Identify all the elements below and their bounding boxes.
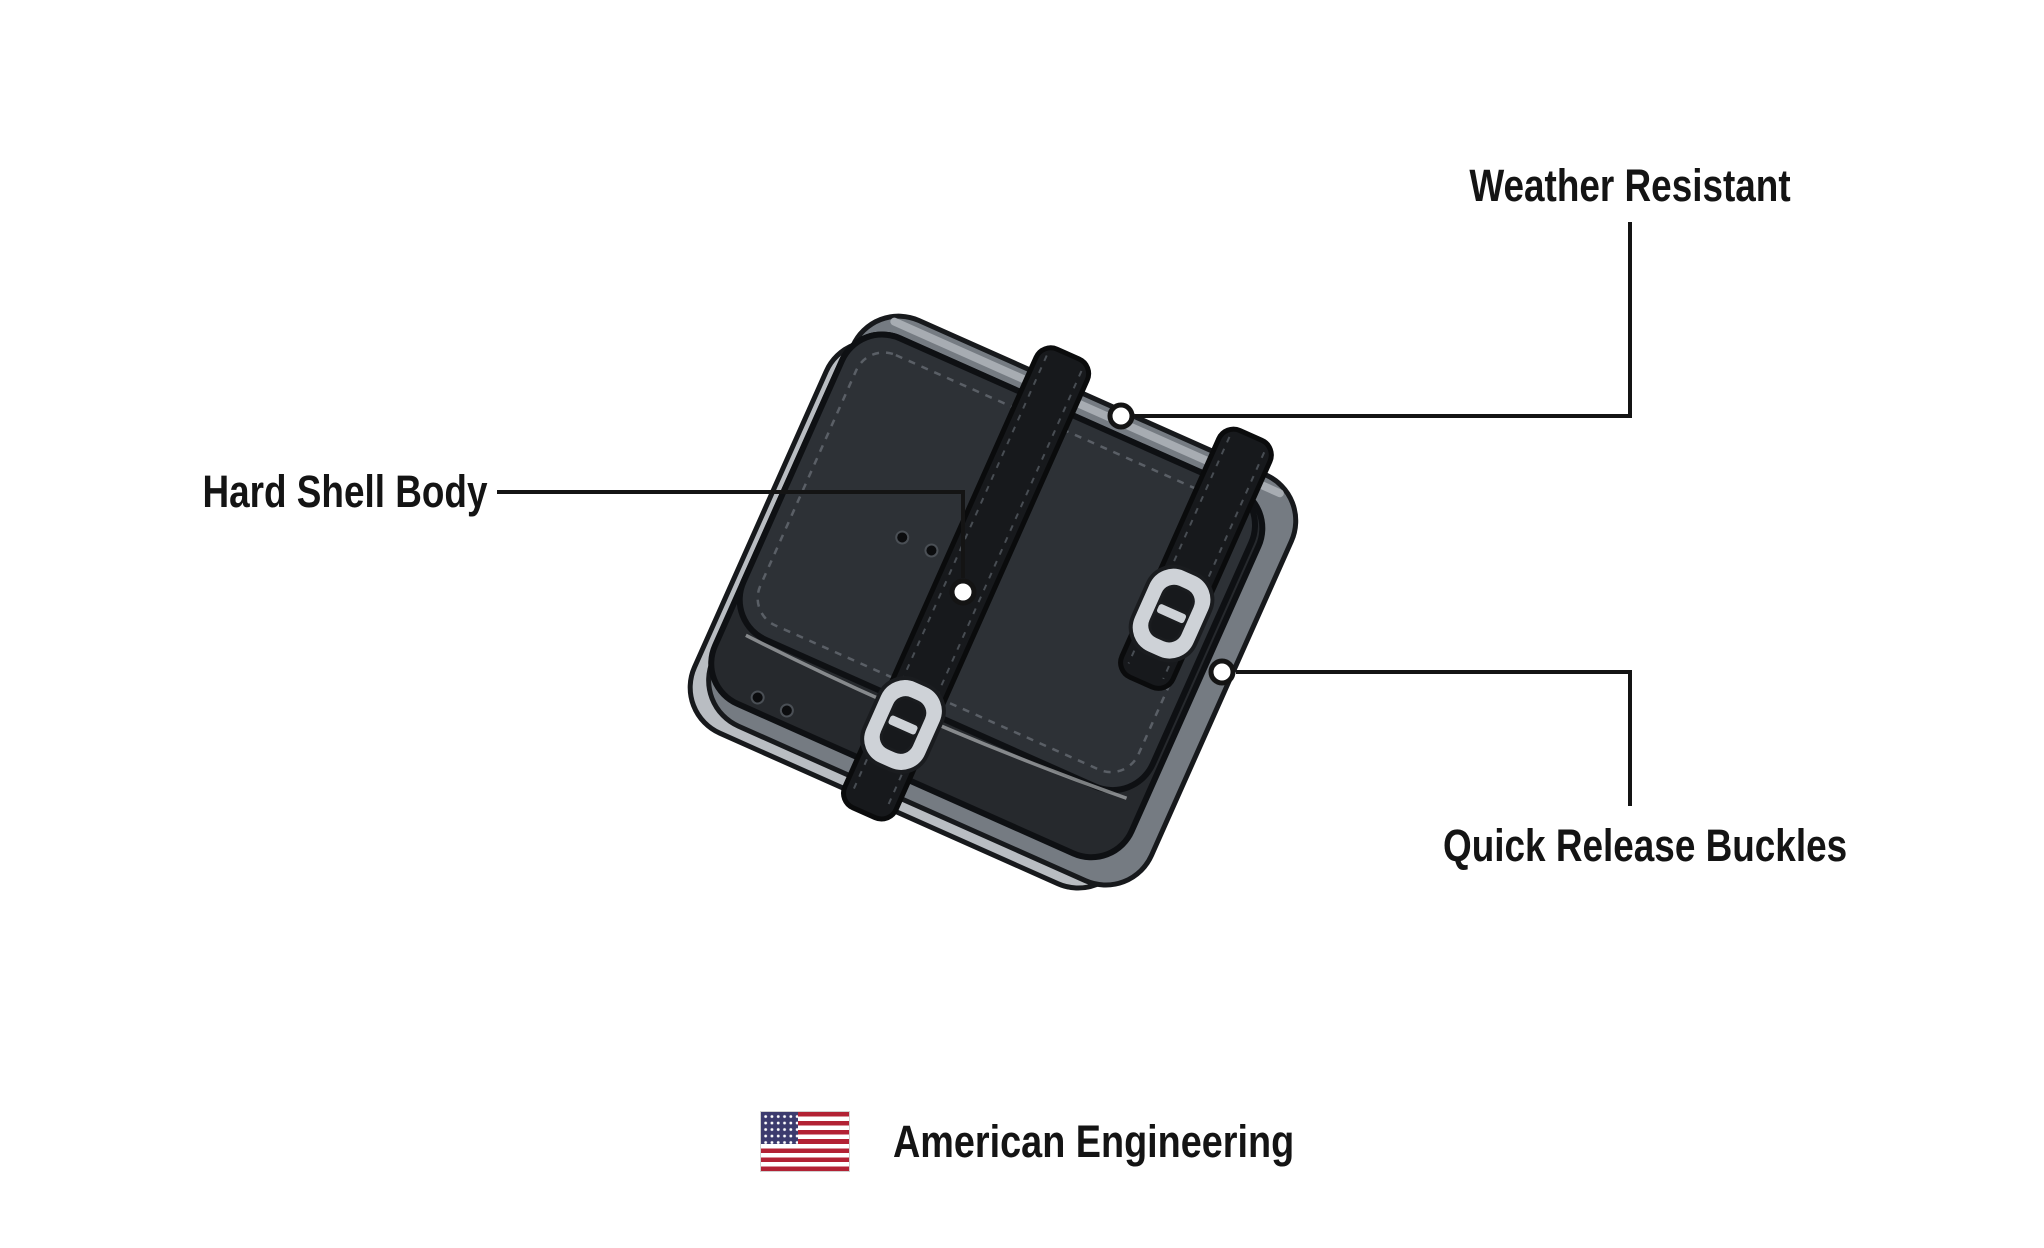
us-flag-canton <box>761 1112 798 1144</box>
label-quick-release-buckles: Quick Release Buckles <box>1443 820 1848 871</box>
callout-lines <box>497 222 1632 806</box>
label-hard-shell-body: Hard Shell Body <box>202 466 488 517</box>
quick-release-marker <box>1208 658 1236 686</box>
strap-right-stitching <box>1127 436 1266 680</box>
weather-resistant-marker <box>1107 402 1135 430</box>
bag-illustration <box>687 313 1299 891</box>
quick-release-callout-line <box>1236 670 1632 806</box>
hard-shell-marker <box>949 578 977 606</box>
rivets <box>750 530 939 718</box>
rivet <box>750 690 765 705</box>
label-weather-resistant: Weather Resistant <box>1469 160 1791 211</box>
rivet <box>895 530 910 545</box>
rivet <box>924 543 939 558</box>
hard-shell-callout-line <box>497 490 965 578</box>
footer-label: American Engineering <box>893 1115 1295 1167</box>
rivet <box>779 703 794 718</box>
callout-markers <box>949 402 1236 686</box>
weather-resistant-callout-line <box>1135 222 1632 418</box>
footer-label-wrap: American Engineering <box>893 1115 1295 1168</box>
us-flag-icon <box>761 1112 849 1171</box>
strap-left-stitching <box>850 355 1083 810</box>
bag-top-edge-highlight <box>890 317 1284 498</box>
strap-right <box>1118 426 1274 691</box>
footer: American Engineering <box>0 1112 2044 1171</box>
